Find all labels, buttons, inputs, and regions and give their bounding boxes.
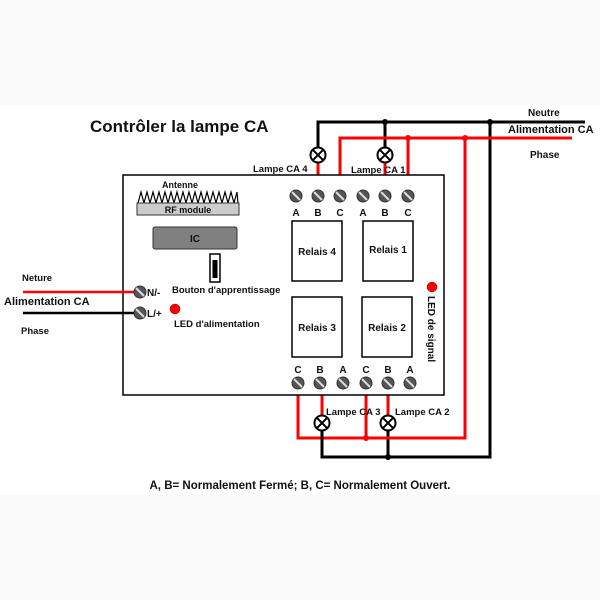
lamp-4-label: Lampe CA 4	[253, 164, 308, 175]
terminal-label: B	[384, 365, 391, 376]
ic-label: IC	[190, 234, 200, 245]
terminal-screw	[359, 376, 373, 390]
relay-4	[291, 220, 343, 282]
phase-bus-top	[338, 136, 572, 190]
terminal-screw	[378, 189, 392, 203]
left-supply-label: Alimentation CA	[4, 296, 90, 308]
terminal-label: C	[336, 208, 343, 219]
terminal-label: A	[359, 208, 366, 219]
terminal-screw	[336, 376, 350, 390]
relay-1-label: Relais 1	[369, 245, 407, 256]
neutral-bus-top	[316, 120, 585, 147]
lamp-3-label: Lampe CA 3	[326, 407, 381, 418]
phase-junction	[363, 435, 369, 441]
neutral-junction	[385, 454, 391, 460]
left-neutral-label: Neture	[22, 273, 52, 284]
terminal-label: B	[381, 208, 388, 219]
power-led-icon	[169, 303, 181, 315]
phase-junction	[462, 135, 468, 141]
terminal-label: A	[292, 208, 299, 219]
terminal-label: C	[404, 208, 411, 219]
neutral-junction	[487, 119, 493, 125]
terminal-label: A	[406, 365, 413, 376]
learn-button-label: Bouton d'apprentissage	[172, 285, 280, 296]
phase-junction	[405, 135, 411, 141]
lamp-2-icon	[379, 414, 397, 432]
contact-legend-note: A, B= Normalement Fermé; B, C= Normaleme…	[150, 480, 451, 492]
left-phase-label: Phase	[21, 326, 49, 337]
right-neutral-label: Neutre	[528, 108, 560, 119]
relay-3-label: Relais 3	[298, 323, 336, 334]
bottom-terminal-block: C B A C B A	[291, 365, 417, 390]
learn-button[interactable]	[209, 253, 221, 283]
terminal-screw	[289, 189, 303, 203]
terminal-label: B	[314, 208, 321, 219]
terminal-screw	[291, 376, 305, 390]
terminal-screw-n	[133, 285, 147, 299]
rf-module	[136, 202, 240, 216]
right-phase-label: Phase	[530, 150, 560, 161]
antenna-label: Antenne	[162, 180, 198, 190]
relay-3	[291, 296, 343, 358]
lamp-2-label: Lampe CA 2	[395, 407, 450, 418]
terminal-label: C	[362, 365, 369, 376]
neutral-junction	[382, 119, 388, 125]
terminal-screw	[401, 189, 415, 203]
terminal-screw-l	[133, 306, 147, 320]
relay-2	[361, 296, 413, 358]
terminal-label: A	[339, 365, 346, 376]
terminal-n-label: N/-	[147, 288, 160, 299]
terminal-screw	[356, 189, 370, 203]
ic-chip	[152, 226, 238, 250]
terminal-label: C	[294, 365, 301, 376]
relay-2-label: Relais 2	[368, 323, 406, 334]
rf-module-label: RF module	[165, 205, 212, 215]
diagram-title: Contrôler la lampe CA	[90, 117, 269, 136]
signal-led-label: LED de signal	[425, 296, 436, 362]
terminal-screw	[311, 189, 325, 203]
lamp-4-icon	[309, 146, 327, 164]
power-led-label: LED d'alimentation	[174, 319, 260, 330]
terminal-screw	[403, 376, 417, 390]
terminal-label: B	[316, 365, 323, 376]
terminal-screw	[313, 376, 327, 390]
right-supply-label: Alimentation CA	[508, 124, 594, 136]
top-terminal-block: A B C A B C	[289, 189, 415, 219]
relay-4-label: Relais 4	[298, 247, 336, 258]
lamp-1-icon	[376, 146, 394, 164]
lamp-1-label: Lampe CA 1	[351, 165, 406, 176]
terminal-l-label: L/+	[147, 309, 162, 320]
relay-1	[362, 220, 414, 282]
antenna-icon	[137, 189, 239, 206]
terminal-screw	[333, 189, 347, 203]
terminal-screw	[381, 376, 395, 390]
signal-led-icon	[426, 281, 438, 293]
phase-return-right	[296, 138, 467, 440]
